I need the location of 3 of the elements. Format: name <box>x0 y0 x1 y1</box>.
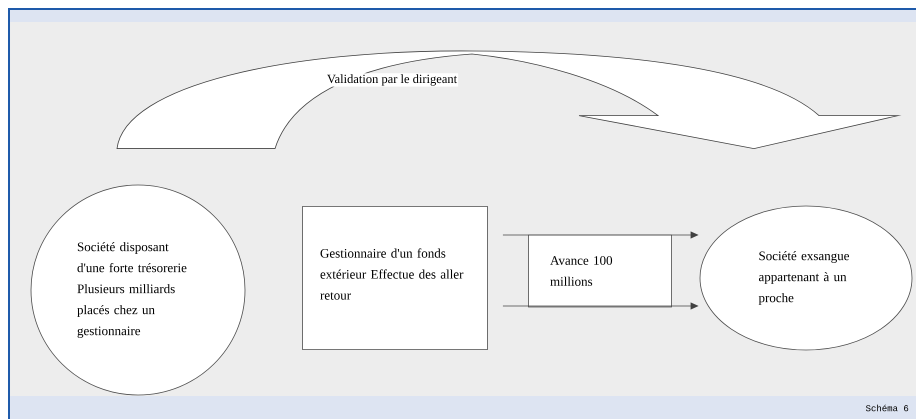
caption: Schéma 6 <box>866 404 908 412</box>
process-box: Gestionnaire d'un fonds extérieur Effectue des aller retour <box>302 206 488 350</box>
process-box: Avance 100 millions <box>528 234 672 308</box>
